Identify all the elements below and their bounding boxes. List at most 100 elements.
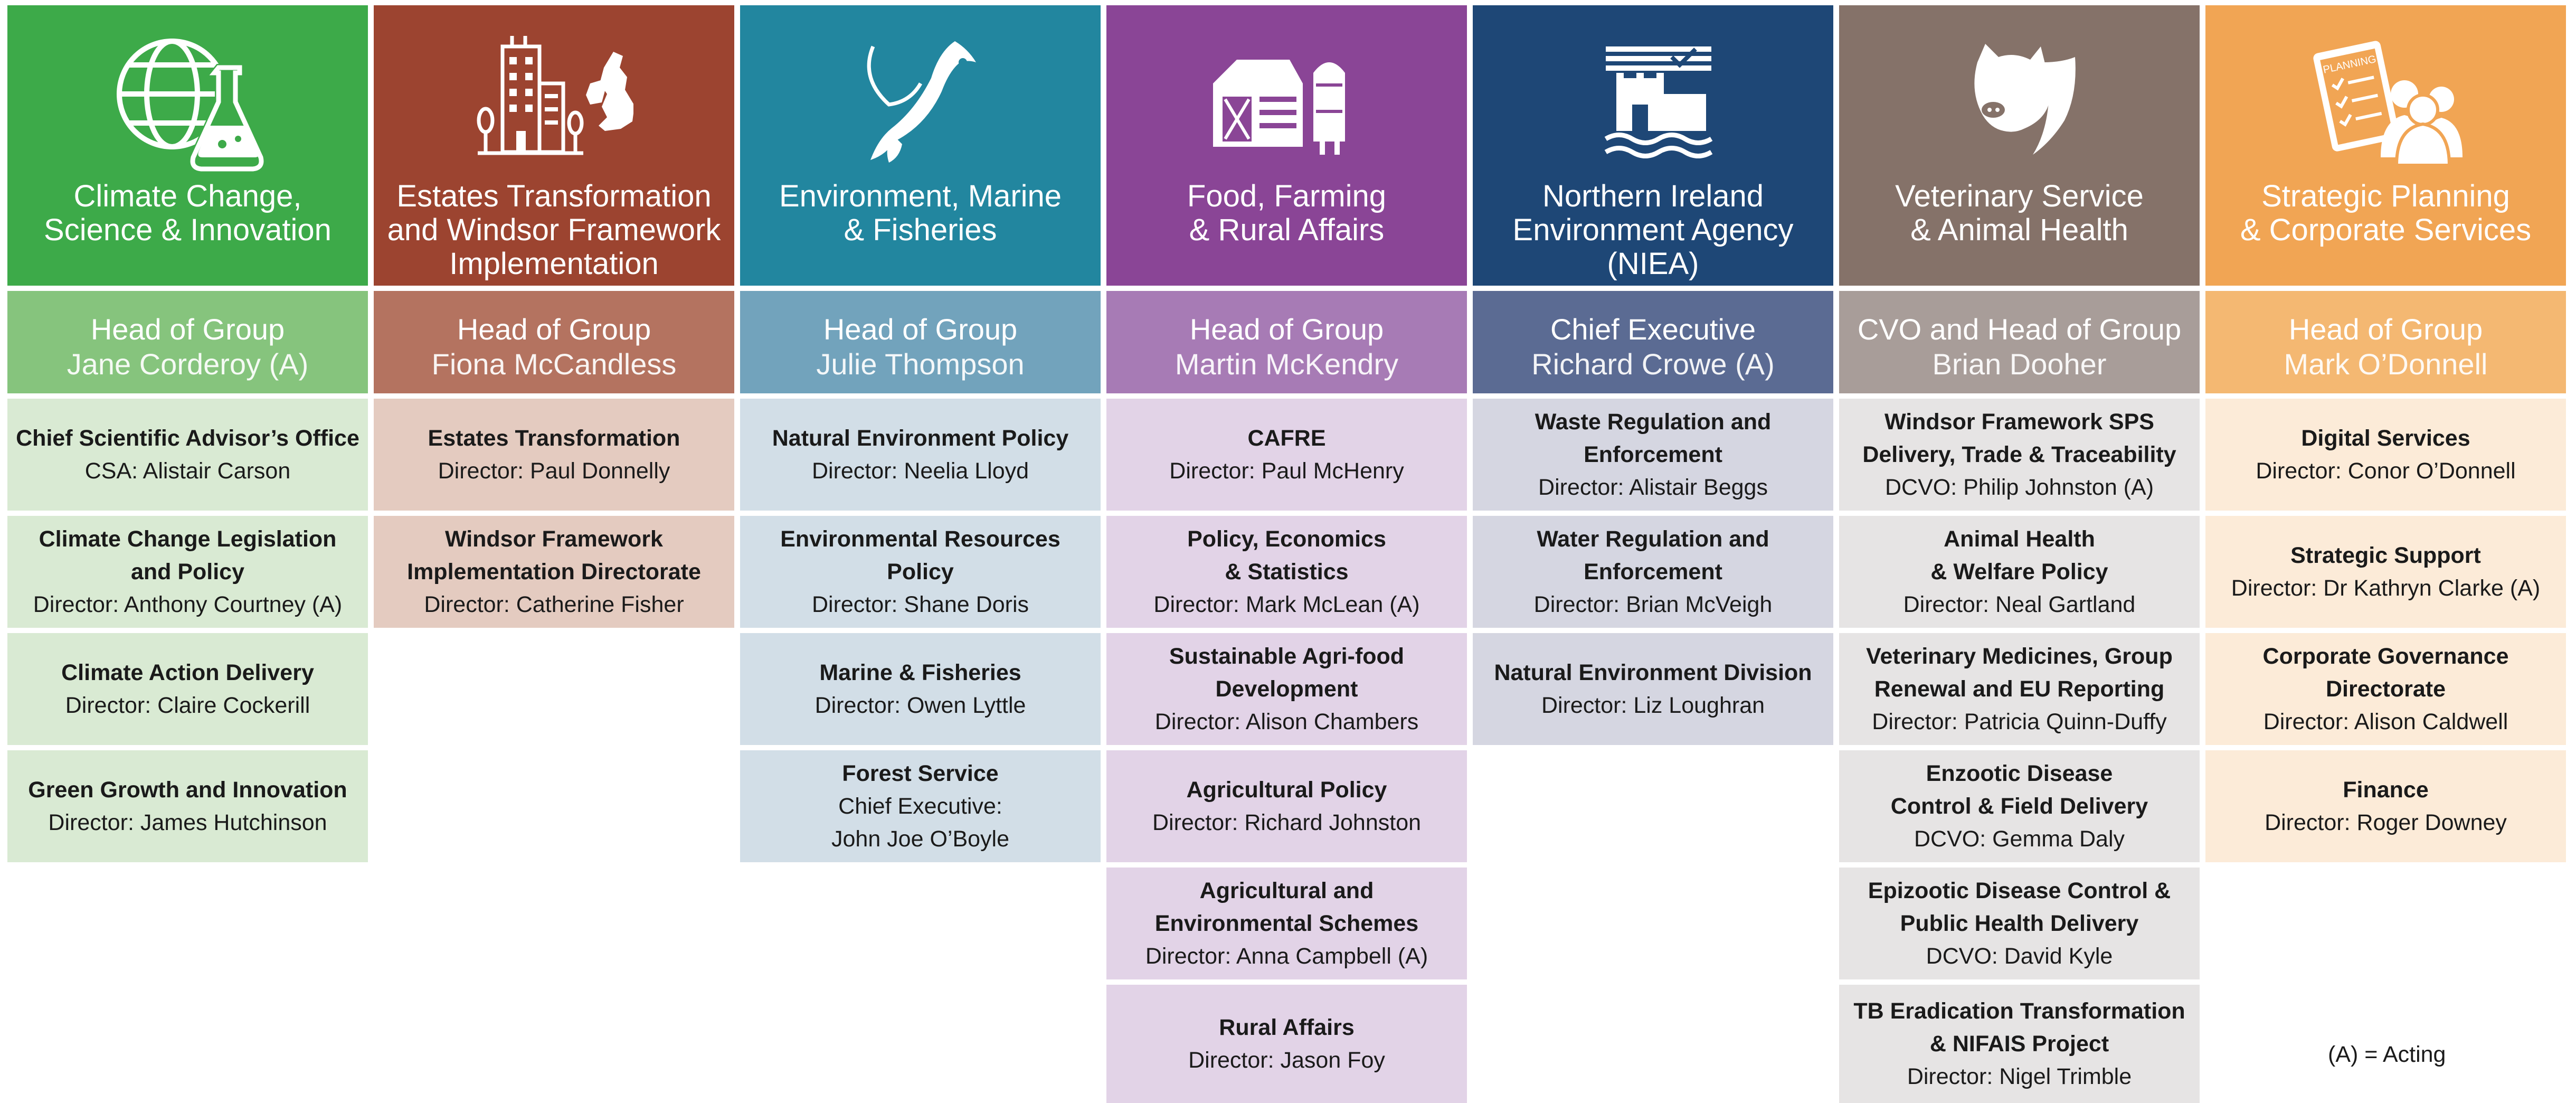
head-role: Head of Group — [2288, 313, 2483, 346]
directorate-detail: Director: Catherine Fisher — [424, 592, 684, 617]
directorate-title: Waste Regulation and Enforcement — [1535, 409, 1772, 467]
directorate-detail: Director: Anthony Courtney (A) — [33, 592, 343, 617]
group-header-vet: Veterinary Service & Animal Health — [1839, 5, 2200, 286]
head-role: Head of Group — [457, 313, 651, 346]
group-header-niea: Northern Ireland Environment Agency (NIE… — [1473, 5, 1833, 286]
directorate-title: Natural Environment Division — [1494, 660, 1812, 685]
head-role: Head of Group — [823, 313, 1018, 346]
group-header-strategic: PLANNING Strategic Planning & Corporate … — [2205, 5, 2566, 286]
group-header-climate: Climate Change, Science & Innovation — [7, 5, 368, 286]
directorate-detail: DCVO: Philip Johnston (A) — [1884, 475, 2154, 500]
directorate-title: Veterinary Medicines, Group Renewal and … — [1866, 644, 2173, 702]
directorate-card: Estates Transformation Director: Paul Do… — [374, 399, 734, 511]
directorate-card: Rural Affairs Director: Jason Foy — [1106, 985, 1467, 1103]
directorate-title: Sustainable Agri-food Development — [1169, 644, 1405, 702]
directorate-card: Strategic Support Director: Dr Kathryn C… — [2205, 516, 2566, 628]
directorate-detail: Director: Alistair Beggs — [1538, 475, 1768, 500]
directorate-title: Climate Change Legislation and Policy — [39, 526, 337, 585]
directorate-card: Agricultural Policy Director: Richard Jo… — [1106, 750, 1467, 862]
directorate-detail: Director: Neelia Lloyd — [811, 458, 1029, 484]
directorate-card: Chief Scientific Advisor’s Office CSA: A… — [7, 399, 368, 511]
directorate-title: Water Regulation and Enforcement — [1537, 526, 1769, 585]
head-name: Mark O’Donnell — [2284, 347, 2488, 381]
group-head: Chief Executive Richard Crowe (A) — [1473, 291, 1833, 393]
directorate-title: Windsor Framework Implementation Directo… — [407, 526, 701, 585]
directorate-detail: Director: Paul Donnelly — [438, 458, 670, 484]
directorate-detail: CSA: Alistair Carson — [84, 458, 291, 484]
globe-flask-icon — [116, 39, 265, 173]
directorate-title: TB Eradication Transformation & NIFAIS P… — [1853, 998, 2185, 1057]
directorate-title: Agricultural Policy — [1186, 777, 1387, 803]
directorate-title: Animal Health & Welfare Policy — [1930, 526, 2108, 585]
directorate-card: Forest Service Chief Executive: John Joe… — [740, 750, 1101, 862]
directorate-card: Natural Environment Policy Director: Nee… — [740, 399, 1101, 511]
directorate-detail: Director: Alison Caldwell — [2263, 709, 2508, 734]
group-head: Head of Group Julie Thompson — [740, 291, 1101, 393]
directorate-card: TB Eradication Transformation & NIFAIS P… — [1839, 985, 2200, 1103]
directorate-card: Waste Regulation and Enforcement Directo… — [1473, 399, 1833, 511]
directorate-detail: Director: Mark McLean (A) — [1153, 592, 1420, 617]
directorate-title: Climate Action Delivery — [61, 660, 314, 685]
group-head: CVO and Head of Group Brian Dooher — [1839, 291, 2200, 393]
directorate-detail: Director: Richard Johnston — [1152, 810, 1422, 835]
directorate-card: Natural Environment Division Director: L… — [1473, 633, 1833, 745]
directorate-detail: Director: Roger Downey — [2265, 810, 2507, 835]
directorate-card: Sustainable Agri-food Development Direct… — [1106, 633, 1467, 745]
group-head: Head of Group Jane Corderoy (A) — [7, 291, 368, 393]
group-head: Head of Group Mark O’Donnell — [2205, 291, 2566, 393]
directorate-detail: Director: Claire Cockerill — [65, 693, 310, 718]
directorate-detail: Director: Conor O’Donnell — [2256, 458, 2516, 484]
directorate-title: Corporate Governance Directorate — [2262, 644, 2509, 702]
group-title: Northern Ireland Environment Agency (NIE… — [1512, 179, 1794, 281]
directorate-title: Finance — [2343, 777, 2429, 803]
planning-people-icon: PLANNING — [2313, 41, 2463, 167]
head-name: Fiona McCandless — [431, 347, 677, 381]
directorate-title: Forest Service — [842, 761, 999, 786]
directorate-detail: Director: Alison Chambers — [1154, 709, 1419, 734]
buildings-uk-map-icon — [477, 36, 633, 155]
head-role: CVO and Head of Group — [1857, 313, 2182, 346]
directorate-card: Finance Director: Roger Downey — [2205, 750, 2566, 862]
directorate-card: CAFRE Director: Paul McHenry — [1106, 399, 1467, 511]
directorate-detail: DCVO: David Kyle — [1926, 944, 2113, 969]
directorate-title: Windsor Framework SPS Delivery, Trade & … — [1862, 409, 2176, 467]
head-name: Martin McKendry — [1175, 347, 1399, 381]
group-head: Head of Group Fiona McCandless — [374, 291, 734, 393]
directorate-title: Natural Environment Policy — [772, 426, 1069, 451]
directorate-detail: Director: Dr Kathryn Clarke (A) — [2231, 576, 2541, 601]
group-title: Environment, Marine & Fisheries — [779, 179, 1062, 247]
group-header-environment: Environment, Marine & Fisheries — [740, 5, 1101, 286]
directorate-card: Environmental Resources Policy Director:… — [740, 516, 1101, 628]
directorate-card: Windsor Framework SPS Delivery, Trade & … — [1839, 399, 2200, 511]
directorate-detail: Director: Patricia Quinn-Duffy — [1872, 709, 2167, 734]
directorate-detail: Director: Paul McHenry — [1169, 458, 1404, 484]
directorate-title: Estates Transformation — [428, 426, 680, 451]
directorate-card: Veterinary Medicines, Group Renewal and … — [1839, 633, 2200, 745]
acting-footnote: (A) = Acting — [2328, 1042, 2446, 1067]
directorate-detail: Director: Brian McVeigh — [1533, 592, 1773, 617]
head-name: Brian Dooher — [1932, 347, 2107, 381]
directorate-title: Digital Services — [2301, 426, 2470, 451]
directorate-title: Marine & Fisheries — [819, 660, 1021, 685]
group-title: Estates Transformation and Windsor Frame… — [387, 179, 721, 281]
directorate-card: Digital Services Director: Conor O’Donne… — [2205, 399, 2566, 511]
group-header-estates: Estates Transformation and Windsor Frame… — [374, 5, 734, 286]
directorate-card: Corporate Governance Directorate Directo… — [2205, 633, 2566, 745]
group-title: Veterinary Service & Animal Health — [1895, 179, 2144, 247]
directorate-card: Enzootic Disease Control & Field Deliver… — [1839, 750, 2200, 862]
directorate-card: Epizootic Disease Control & Public Healt… — [1839, 868, 2200, 979]
directorate-title: Rural Affairs — [1219, 1015, 1355, 1040]
group-header-food: Food, Farming & Rural Affairs — [1106, 5, 1467, 286]
directorate-card: Green Growth and Innovation Director: Ja… — [7, 750, 368, 862]
fish-icon — [867, 41, 976, 163]
directorate-detail: Director: James Hutchinson — [48, 810, 327, 835]
directorate-title: Green Growth and Innovation — [28, 777, 347, 803]
directorate-detail: Chief Executive: John Joe O’Boyle — [831, 794, 1010, 852]
directorate-detail: Director: Neal Gartland — [1903, 592, 2136, 617]
pig-shield-icon — [1974, 44, 2076, 155]
directorate-detail: Director: Owen Lyttle — [815, 693, 1026, 718]
directorate-detail: Director: Shane Doris — [811, 592, 1029, 617]
directorate-card: Agricultural and Environmental Schemes D… — [1106, 868, 1467, 979]
directorate-title: Epizootic Disease Control & Public Healt… — [1868, 878, 2171, 936]
directorate-card: Climate Change Legislation and Policy Di… — [7, 516, 368, 628]
